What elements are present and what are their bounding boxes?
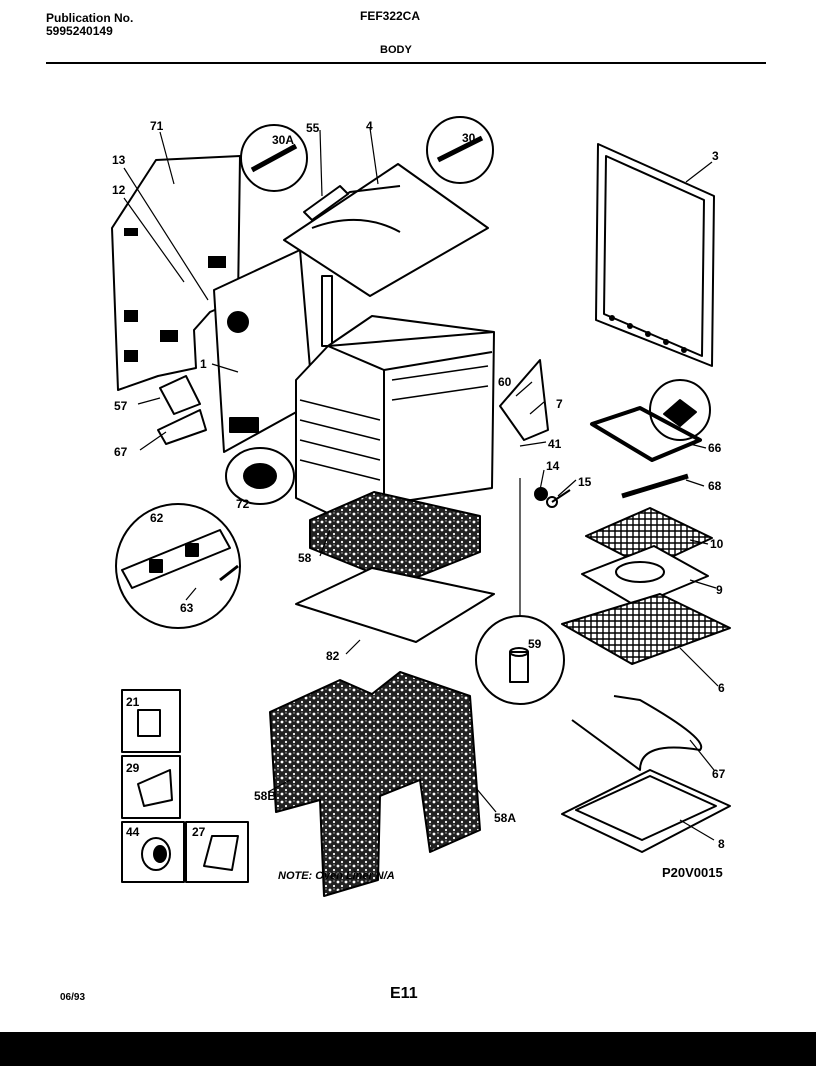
callout: 15 xyxy=(578,475,592,489)
callout: 59 xyxy=(528,637,542,651)
callout-labels: 71 13 12 30A 55 4 30 3 1 57 67 72 60 7 4… xyxy=(112,119,726,851)
scan-edge xyxy=(0,1032,816,1066)
callout: 8 xyxy=(718,837,725,851)
cooktop-bracket xyxy=(283,163,489,297)
callout: 29 xyxy=(126,761,140,775)
callout: 71 xyxy=(150,119,164,133)
callout: 68 xyxy=(708,479,722,493)
wire-67 xyxy=(571,695,703,771)
callout: 21 xyxy=(126,695,140,709)
callout: 57 xyxy=(114,399,128,413)
insulation-58 xyxy=(309,491,481,585)
callout: 6 xyxy=(718,681,725,695)
diagram-code: P20V0015 xyxy=(662,865,723,880)
callout: 14 xyxy=(546,459,560,473)
callout: 72 xyxy=(236,497,250,511)
publication-number: 5995240149 xyxy=(46,24,113,38)
part-68 xyxy=(621,473,689,499)
callout: 82 xyxy=(326,649,340,663)
header-rule xyxy=(46,62,766,64)
oven-rack xyxy=(561,593,731,665)
page-number: E11 xyxy=(390,985,418,1002)
callout: 67 xyxy=(712,767,726,781)
callout: 58 xyxy=(298,551,312,565)
callout: 7 xyxy=(556,397,563,411)
callout: 63 xyxy=(180,601,194,615)
callout: 30A xyxy=(272,133,294,147)
bracket-55 xyxy=(303,185,349,221)
callout: 66 xyxy=(708,441,722,455)
callout: 10 xyxy=(710,537,724,551)
back-panel xyxy=(111,155,241,391)
callout: 60 xyxy=(498,375,512,389)
callout: 44 xyxy=(126,825,140,839)
oven-liner-note: NOTE: Oven Liner N/A xyxy=(278,870,395,882)
hinge xyxy=(499,359,549,441)
callout: 58B xyxy=(254,789,276,803)
callout: 3 xyxy=(712,149,719,163)
insulation-blanket xyxy=(269,671,481,897)
callout: 41 xyxy=(548,437,562,451)
bake-element xyxy=(590,406,702,462)
callout: 30 xyxy=(462,131,476,145)
callout: 9 xyxy=(716,583,723,597)
callout: 13 xyxy=(112,153,126,167)
bracket-57 xyxy=(159,375,201,415)
oven-body-front xyxy=(295,345,385,541)
model-number: FEF322CA xyxy=(360,9,421,23)
callout: 58A xyxy=(494,811,516,825)
bracket-67 xyxy=(157,409,207,445)
callout: 62 xyxy=(150,511,164,525)
callout: 55 xyxy=(306,121,320,135)
callout: 67 xyxy=(114,445,128,459)
parts-box-44 xyxy=(121,821,185,883)
section-title: BODY xyxy=(380,44,412,56)
callout: 1 xyxy=(200,357,207,371)
callout: 27 xyxy=(192,825,206,839)
callout: 4 xyxy=(366,119,373,133)
floor-panel xyxy=(295,567,495,643)
footer-date: 06/93 xyxy=(60,992,85,1003)
callout: 12 xyxy=(112,183,126,197)
publication-label: Publication No. xyxy=(46,11,134,25)
